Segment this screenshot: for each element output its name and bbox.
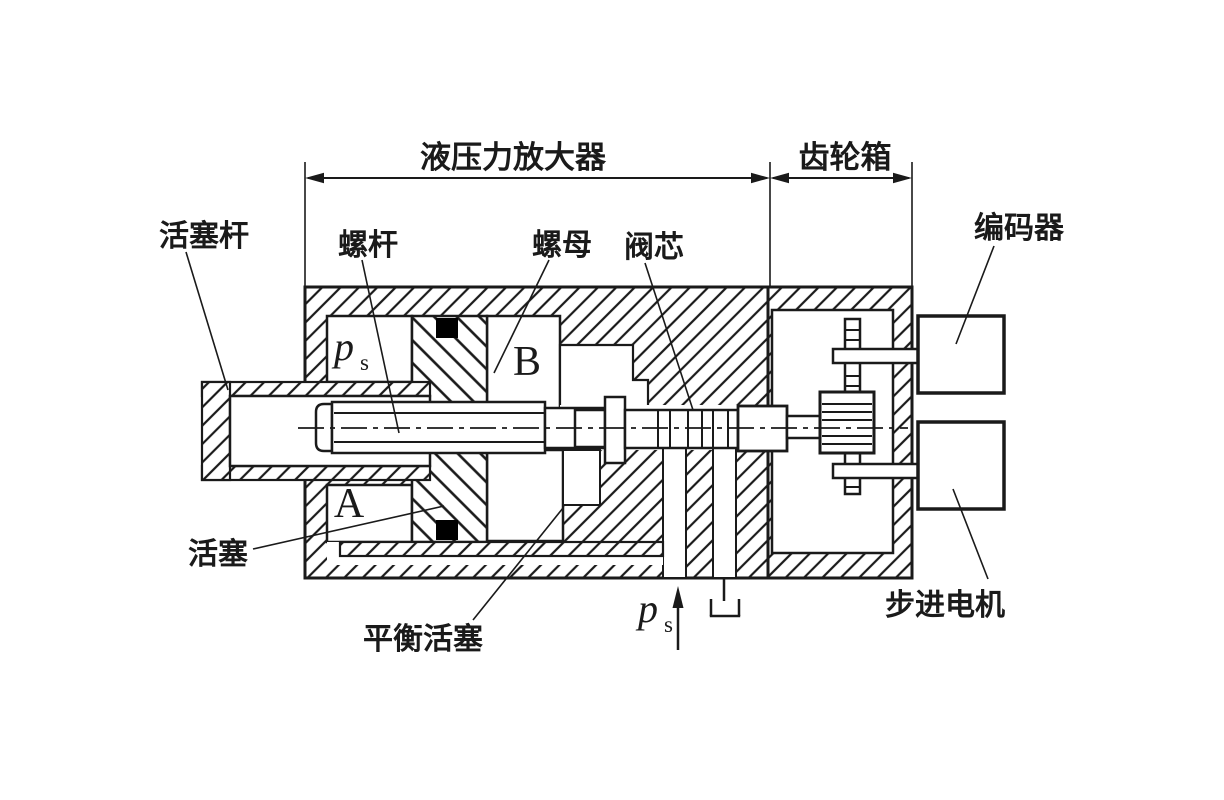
label-encoder: 编码器 [974,211,1065,245]
lower-passage [562,449,601,506]
spool-output-shaft [785,414,824,440]
arrowhead-icon [893,172,912,184]
balance-piston-plate [338,540,665,558]
balance-piston-cavity [485,448,565,543]
label-chamber-a: A [334,481,365,527]
label-gearbox: 齿轮箱 [799,140,892,175]
label-nut: 螺母 [532,229,592,262]
leader-stepper-motor [952,488,989,580]
supply-arrow-icon [672,586,684,608]
ps-subscript: s [664,612,673,637]
spool-flange [603,395,627,465]
arrowhead-icon [770,172,789,184]
seal-top [436,318,458,338]
ps-symbol: p [635,586,658,631]
encoder-box [916,314,1006,395]
text-labels: 液压力放大器 齿轮箱 活塞杆 螺杆 螺母 阀芯 编码器 活塞 平衡活塞 步进电机… [159,140,1065,656]
pressure-label-bottom: p s [635,586,673,637]
ps-symbol: p [331,324,354,369]
tank-symbol [709,578,741,618]
label-piston: 活塞 [188,537,248,571]
leader-piston-rod [185,251,229,391]
gear-disc-top [831,347,927,365]
arrowhead-icon [305,172,324,184]
drain-channel [712,447,737,579]
label-balance-piston: 平衡活塞 [363,622,483,656]
gap-under-plate [327,556,663,565]
leader-balance-piston [472,507,564,621]
leader-lines [185,245,995,621]
supply-channel [662,447,687,579]
leader-piston [252,505,445,550]
supply-port [672,586,684,650]
label-chamber-b: B [513,339,541,385]
ps-subscript: s [360,350,369,375]
label-stepper-motor: 步进电机 [885,589,1005,622]
pressure-label-top: p s [331,324,369,375]
leader-encoder [955,245,995,345]
chamber-a [325,483,414,544]
leader-nut [493,259,550,374]
leader-valve-spool [644,262,694,411]
label-piston-rod: 活塞杆 [159,219,249,253]
label-hydraulic-amplifier: 液压力放大器 [420,140,607,175]
arrowhead-icon [751,172,770,184]
stepper-motor-box [916,420,1006,511]
leader-screw [361,259,400,434]
gear-pinion [818,390,876,455]
seal-bottom [436,520,458,540]
label-valve-spool: 阀芯 [624,231,684,264]
label-screw: 螺杆 [338,229,398,262]
dimension-lines [304,162,913,287]
gear-disc-bottom [831,462,927,480]
